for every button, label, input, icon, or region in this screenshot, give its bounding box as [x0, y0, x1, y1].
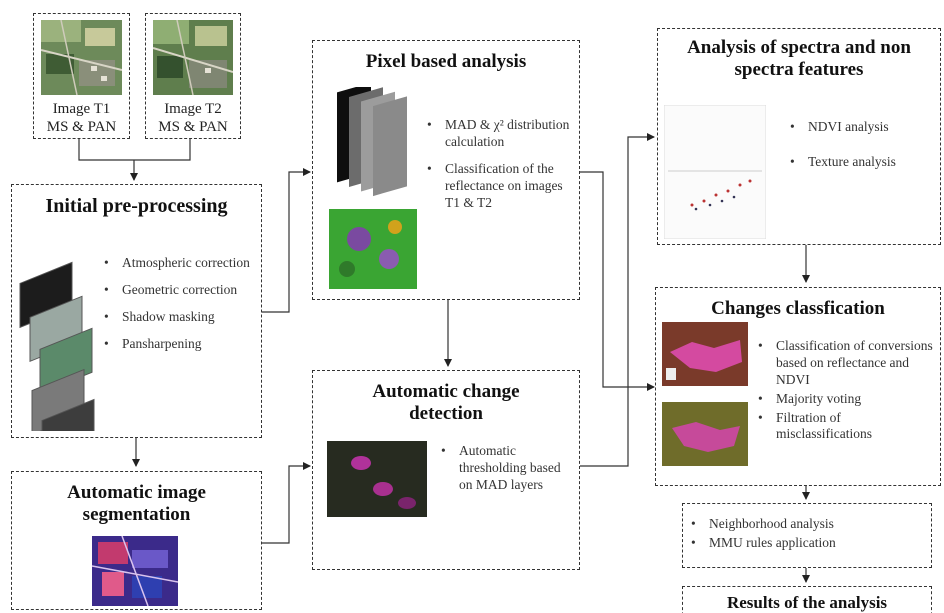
preprocessing-box: Initial pre-processing Atmospheric corre…: [11, 184, 262, 438]
connector-images-to-preprocessing: [78, 139, 191, 180]
reflectance-classification-image: [329, 209, 417, 289]
change-detection-title-line2: detection: [409, 402, 483, 424]
changes-classification-list: Classification of conversions based on r…: [756, 338, 936, 445]
connector-change-to-spectra: [580, 133, 655, 467]
changes-classification-item: Classification of conversions based on r…: [756, 338, 936, 389]
change-detection-item: Automatic thresholding based on MAD laye…: [439, 443, 575, 494]
segmentation-title-line1: Automatic image: [67, 482, 206, 503]
change-detection-title-line1: Automatic change: [372, 381, 520, 402]
preprocessing-item: Shadow masking: [102, 309, 252, 326]
neighborhood-item: MMU rules application: [689, 535, 929, 552]
change-mask-image: [327, 441, 427, 517]
changes-classification-box: Changes classfication Classification of …: [655, 287, 941, 486]
neighborhood-box: Neighborhood analysis MMU rules applicat…: [682, 503, 932, 568]
neighborhood-list: Neighborhood analysis MMU rules applicat…: [689, 516, 929, 554]
neighborhood-item: Neighborhood analysis: [689, 516, 929, 533]
spectra-analysis-item: Texture analysis: [788, 154, 938, 171]
connector-preprocessing-to-pixel: [262, 168, 311, 313]
connector-segmentation-to-change: [262, 462, 311, 544]
image-t2-caption-line2: MS & PAN: [158, 119, 228, 135]
connector-pixel-to-classification: [580, 171, 655, 391]
satellite-image-t2: [153, 20, 233, 95]
pixel-analysis-list: MAD & χ² distribution calculation Classi…: [425, 117, 575, 221]
change-detection-title: Automatic change detection: [313, 381, 579, 425]
satellite-image-t1: [41, 20, 122, 95]
segmentation-title: Automatic image segmentation: [12, 482, 261, 526]
pixel-analysis-box: Pixel based analysis MAD & χ² distributi…: [312, 40, 580, 300]
spectra-analysis-list: NDVI analysis Texture analysis: [788, 119, 938, 181]
change-detection-box: Automatic change detection Automatic thr…: [312, 370, 580, 570]
spectra-analysis-title: Analysis of spectra and non spectra feat…: [658, 37, 940, 81]
preprocessing-item: Atmospheric correction: [102, 255, 252, 272]
image-t2-caption-line1: Image T2: [164, 101, 222, 117]
change-detection-list: Automatic thresholding based on MAD laye…: [439, 443, 575, 504]
preprocessing-image-stack: [19, 261, 95, 431]
image-t2-box: Image T2 MS & PAN: [145, 13, 241, 139]
changes-classification-title: Changes classfication: [711, 298, 885, 319]
spectra-analysis-box: Analysis of spectra and non spectra feat…: [657, 28, 941, 245]
results-title: Results of the analysis: [726, 593, 888, 612]
mad-layer-stack: [337, 87, 407, 197]
segmentation-box: Automatic image segmentation: [11, 471, 262, 610]
spectra-analysis-item: NDVI analysis: [788, 119, 938, 136]
segmentation-title-line2: segmentation: [82, 503, 191, 525]
preprocessing-item: Geometric correction: [102, 282, 252, 299]
changes-classification-item: Filtration of misclassifications: [756, 410, 936, 444]
preprocessing-title: Initial pre-processing: [45, 195, 228, 217]
results-box: Results of the analysis: [682, 586, 932, 613]
image-t1-caption-line1: Image T1: [52, 101, 111, 117]
pixel-analysis-title: Pixel based analysis: [365, 51, 527, 72]
image-t1-caption: Image T1 MS & PAN: [34, 100, 129, 136]
spectra-plot-thumbnail: [664, 105, 766, 239]
image-t2-caption: Image T2 MS & PAN: [146, 100, 240, 136]
changes-classification-item: Majority voting: [756, 391, 936, 408]
spectra-analysis-title-line1: Analysis of spectra and non: [687, 37, 911, 58]
classification-map-2: [662, 402, 748, 466]
pixel-analysis-item: Classification of the reflectance on ima…: [425, 161, 575, 212]
pixel-analysis-item: MAD & χ² distribution calculation: [425, 117, 575, 151]
image-t1-box: Image T1 MS & PAN: [33, 13, 130, 139]
spectra-analysis-title-line2: spectra features: [734, 58, 864, 80]
preprocessing-item: Pansharpening: [102, 336, 252, 353]
classification-map-1: [662, 322, 748, 386]
preprocessing-list: Atmospheric correction Geometric correct…: [102, 255, 252, 363]
segmentation-image: [92, 536, 178, 606]
image-t1-caption-line2: MS & PAN: [46, 119, 117, 135]
